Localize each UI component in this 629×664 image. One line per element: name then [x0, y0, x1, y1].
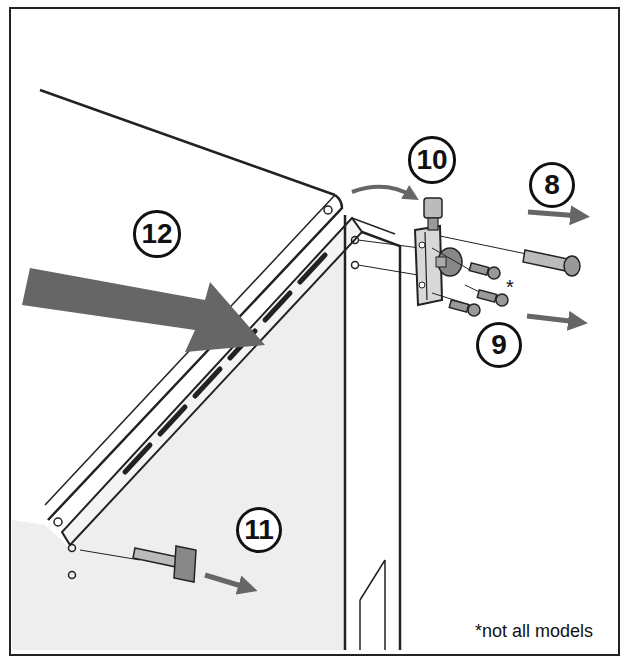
cap-screw — [424, 198, 442, 230]
hinge-bracket — [415, 226, 462, 305]
callout-circle: 12 — [133, 210, 180, 257]
callout-circle: 8 — [529, 162, 575, 208]
callout-number: 10 — [416, 146, 447, 174]
move-arrow — [352, 187, 412, 196]
frame — [10, 8, 619, 655]
callout-circle: 11 — [236, 507, 282, 553]
callout-number: 11 — [244, 516, 274, 544]
screws — [432, 248, 508, 316]
thumb-screw — [80, 546, 196, 582]
slide-arrow — [22, 268, 265, 352]
footnote: *not all models — [475, 622, 593, 642]
footnote-mark: * — [506, 276, 514, 298]
callout-circle: 9 — [476, 322, 522, 368]
bolt — [440, 236, 580, 276]
callout-circle: 10 — [408, 136, 455, 183]
move-arrow — [528, 212, 580, 216]
callout-number: 12 — [141, 220, 172, 248]
rail-slots — [125, 255, 325, 472]
callout-number: 9 — [491, 331, 507, 359]
move-arrow — [205, 575, 248, 588]
callout-number: 8 — [544, 171, 560, 199]
move-arrow — [527, 316, 578, 322]
